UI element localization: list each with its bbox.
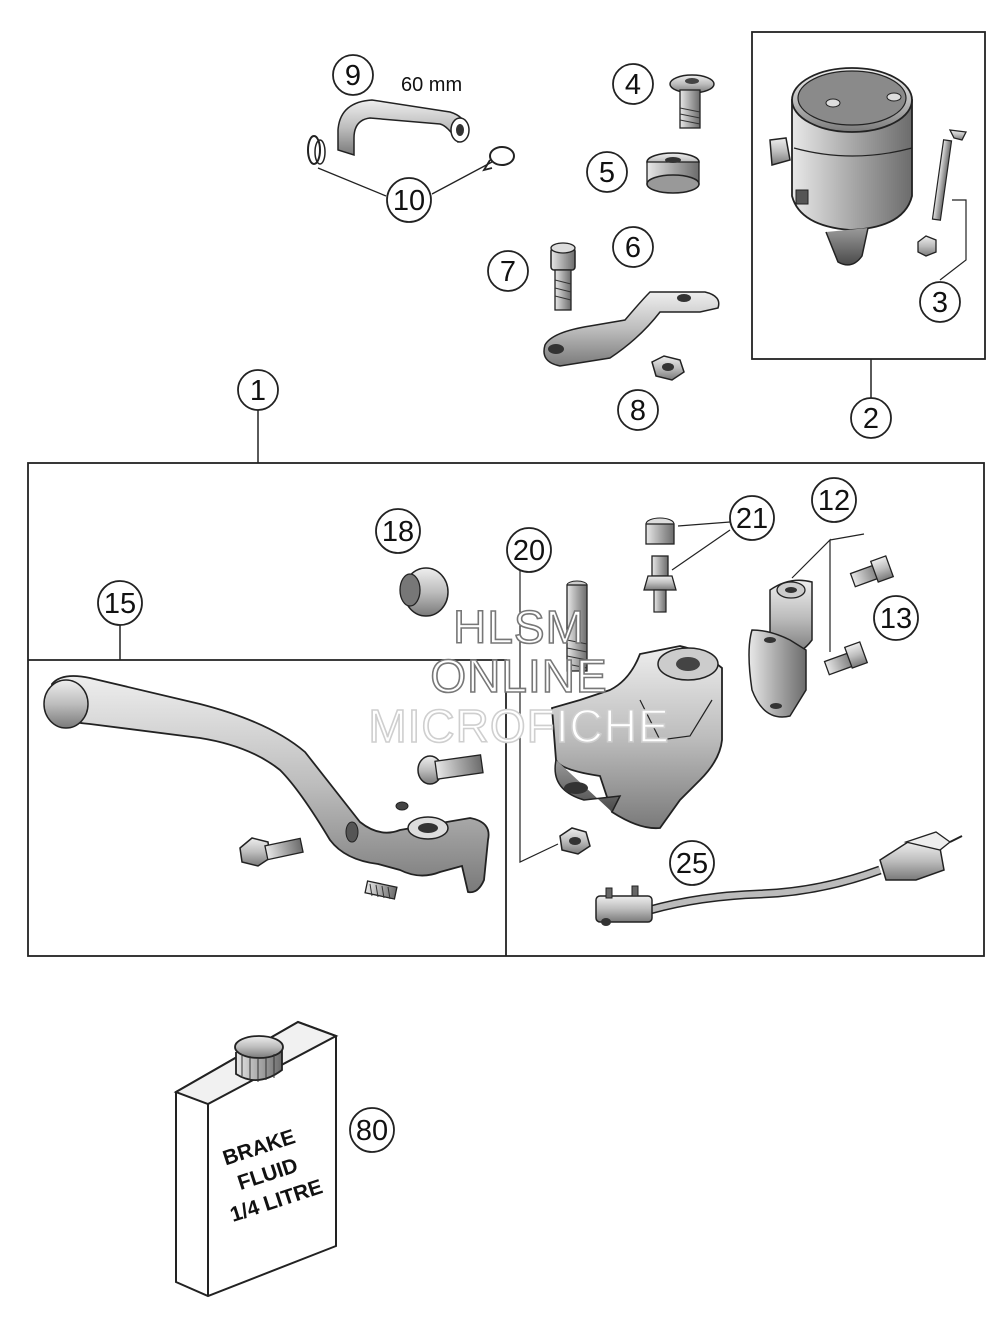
callout-10-label: 10 <box>393 185 425 217</box>
callout-8-label: 8 <box>630 395 646 427</box>
lever-adjuster-pin <box>417 754 484 785</box>
callout-4-label: 4 <box>625 69 641 101</box>
callout-12[interactable]: 12 <box>811 477 857 523</box>
clamp-bolt-upper-part-13 <box>849 555 895 588</box>
callout-3-label: 3 <box>932 287 948 319</box>
master-cylinder-body <box>551 645 723 830</box>
reservoir-group-box <box>751 31 986 360</box>
watermark: HLSM ONLINE MICROFICHE <box>368 600 670 753</box>
nut-part-20 <box>559 827 591 855</box>
brake-light-switch-part-25 <box>595 831 963 926</box>
callout-21-label: 21 <box>736 503 768 535</box>
callout-7-label: 7 <box>500 256 516 288</box>
hose-length-label: 60 mm <box>401 74 462 96</box>
callout-7[interactable]: 7 <box>487 250 529 292</box>
nut-part-8 <box>651 355 685 381</box>
callout-9-label: 9 <box>345 60 361 92</box>
callout-80-label: 80 <box>356 1115 388 1147</box>
callout-8[interactable]: 8 <box>617 389 659 431</box>
callout-18[interactable]: 18 <box>375 508 421 554</box>
grommet-part-5 <box>646 152 700 194</box>
callout-5[interactable]: 5 <box>586 151 628 193</box>
callout-80[interactable]: 80 <box>349 1107 395 1153</box>
watermark-line2: ONLINE <box>430 650 607 702</box>
callout-6[interactable]: 6 <box>612 226 654 268</box>
brake-fluid-can-part-80: BRAKE FLUID 1/4 LITRE <box>173 1020 339 1298</box>
clamp-bolt-lower-part-13 <box>823 641 869 676</box>
callout-21[interactable]: 21 <box>729 495 775 541</box>
hose-part <box>337 99 470 157</box>
lever-spring <box>364 880 398 900</box>
callout-5-label: 5 <box>599 157 615 189</box>
dust-cap-part-18 <box>399 567 449 617</box>
callout-10[interactable]: 10 <box>386 177 432 223</box>
hose-clamp-right <box>482 146 515 172</box>
callout-18-label: 18 <box>382 516 414 548</box>
lever-group-box <box>28 659 507 956</box>
brake-lever-part-15 <box>43 675 490 894</box>
fluid-reservoir-part-2 <box>769 67 913 266</box>
callout-25[interactable]: 25 <box>669 840 715 886</box>
callout-3[interactable]: 3 <box>919 281 961 323</box>
bleeder-valve-part-21 <box>643 555 677 613</box>
watermark-line3: MICROFICHE <box>368 700 669 752</box>
callout-15-label: 15 <box>104 588 136 620</box>
callout-12-label: 12 <box>818 485 850 517</box>
watermark-line1: HLSM <box>453 601 585 653</box>
callout-9[interactable]: 9 <box>332 54 374 96</box>
callout-13[interactable]: 13 <box>873 595 919 641</box>
screw-part-4 <box>669 74 715 129</box>
callout-13-label: 13 <box>880 603 912 635</box>
callout-1[interactable]: 1 <box>237 369 279 411</box>
callout-1-label: 1 <box>250 375 266 407</box>
reservoir-screw-part-3 <box>917 129 967 257</box>
bleeder-cap-part-21 <box>645 517 675 545</box>
handlebar-clamp-part-12 <box>748 579 813 718</box>
callout-20-label: 20 <box>513 535 545 567</box>
callout-20[interactable]: 20 <box>506 527 552 573</box>
lever-pivot-bolt <box>239 837 304 867</box>
screw-part-7 <box>550 242 576 311</box>
stud-part-20 <box>566 580 588 672</box>
callout-2-label: 2 <box>863 403 879 435</box>
bracket-part-6 <box>543 291 720 367</box>
hose-clamp-left <box>307 135 326 165</box>
callout-2[interactable]: 2 <box>850 397 892 439</box>
callout-15[interactable]: 15 <box>97 580 143 626</box>
callout-4[interactable]: 4 <box>612 63 654 105</box>
callout-6-label: 6 <box>625 232 641 264</box>
callout-25-label: 25 <box>676 848 708 880</box>
